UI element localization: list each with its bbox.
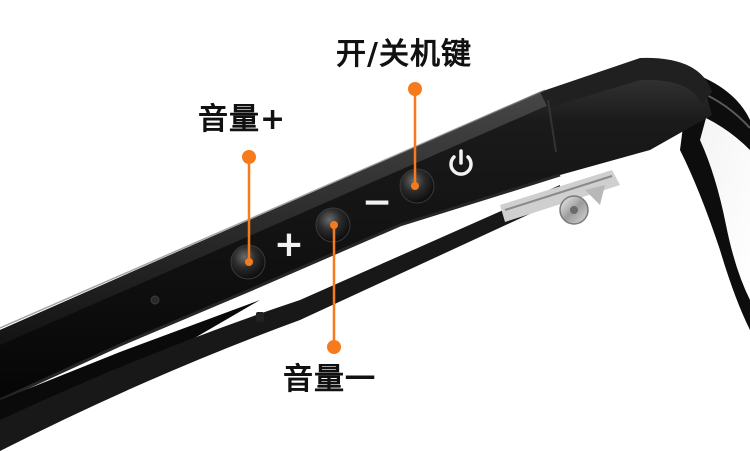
minus-symbol: − — [362, 182, 392, 223]
callout-volume-up — [242, 150, 256, 266]
power-icon — [449, 149, 473, 176]
plus-symbol: + — [274, 224, 304, 265]
volume-up-label: 音量+ — [198, 102, 287, 137]
hinge — [500, 170, 620, 225]
volume-down-label: 音量一 — [283, 362, 376, 397]
temple-arm — [0, 57, 712, 451]
callout-volume-down — [327, 221, 341, 354]
power-key-label: 开/关机键 — [336, 37, 472, 72]
front-frame — [680, 72, 750, 330]
callout-power — [408, 82, 422, 190]
